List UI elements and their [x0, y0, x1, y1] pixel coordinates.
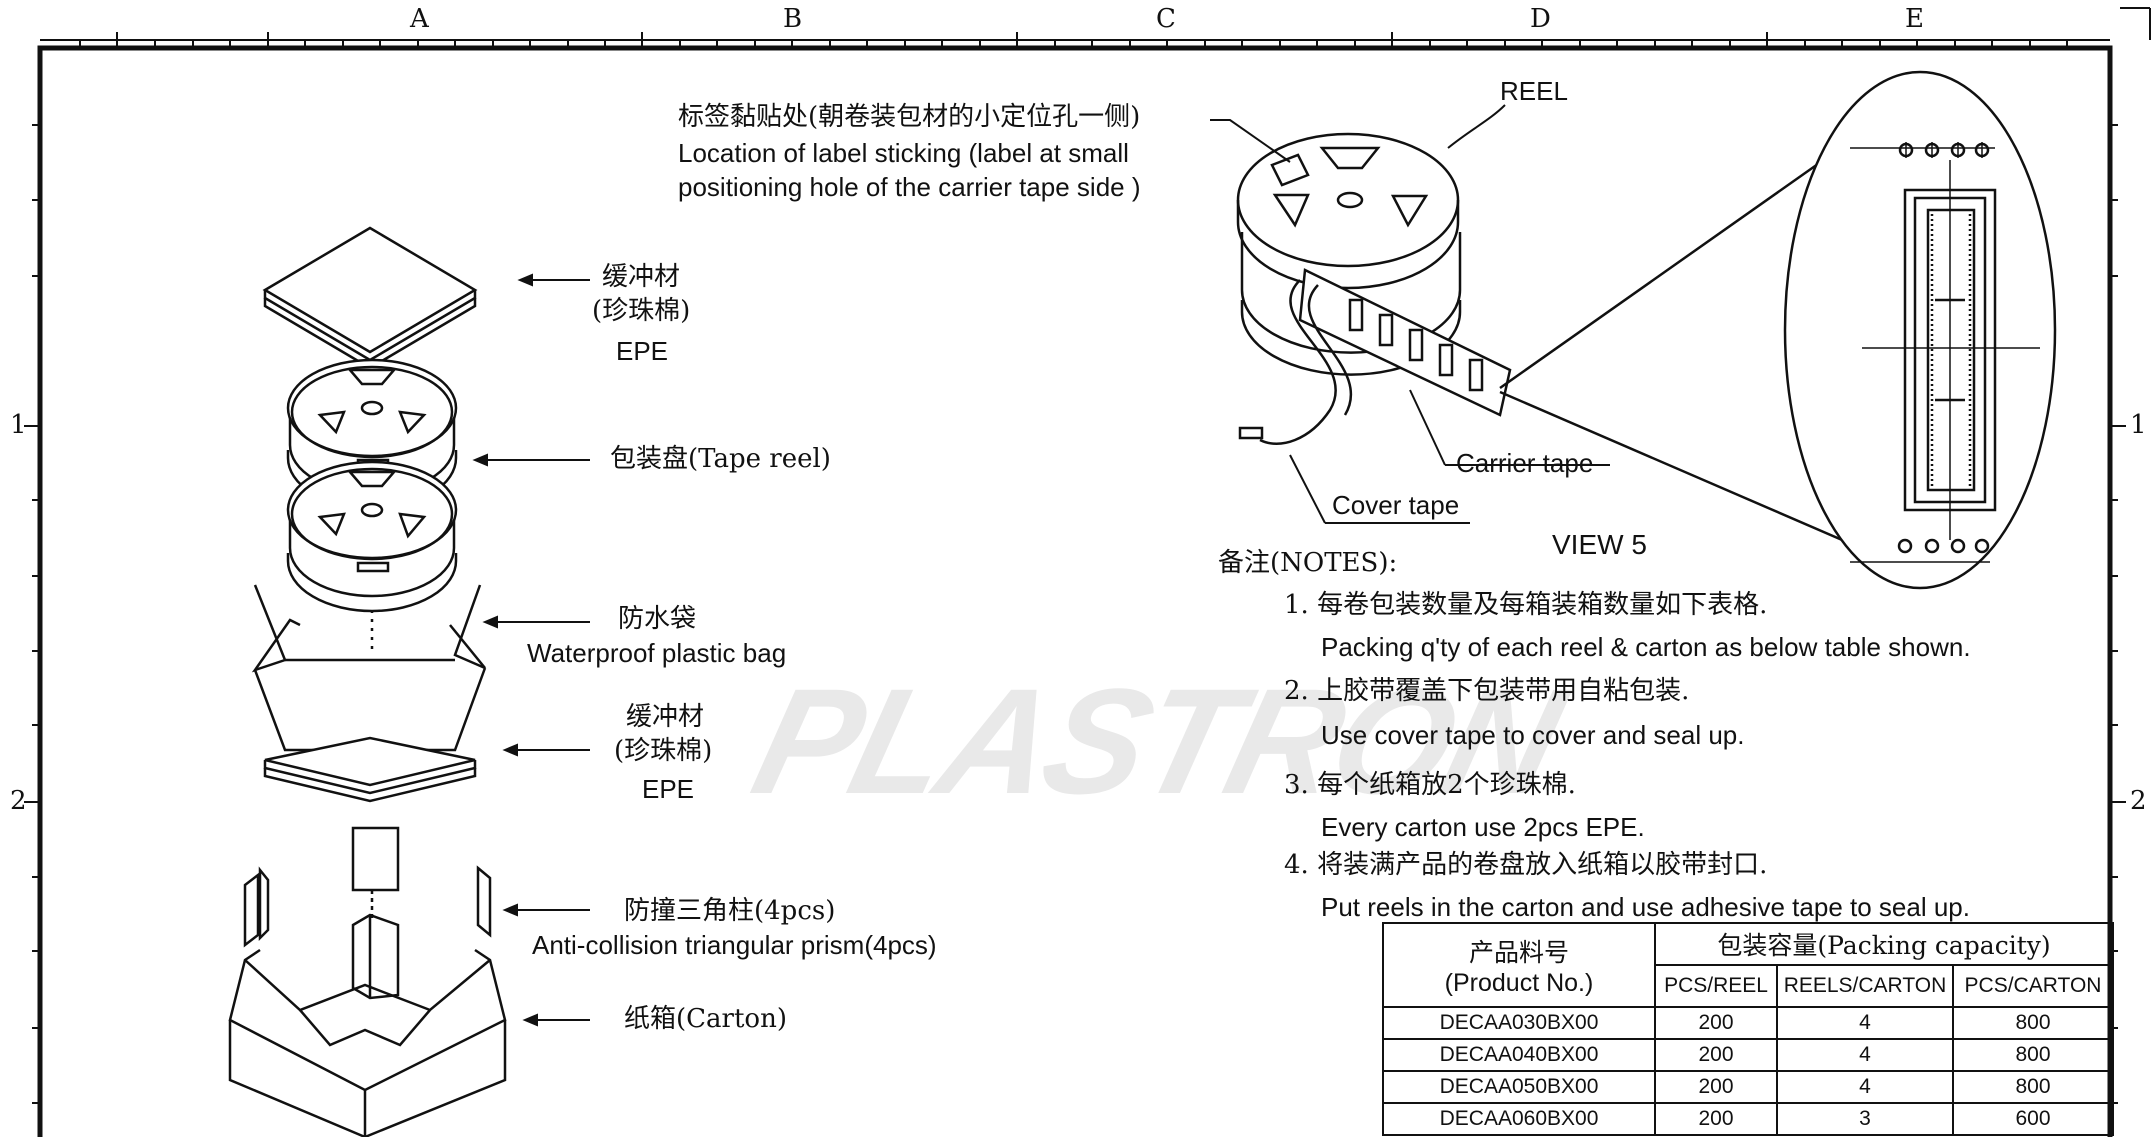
label-location-en-1: Location of label sticking (label at sma… [678, 138, 1129, 168]
note-1-cn: 1. 每卷包装数量及每箱装箱数量如下表格. [1284, 590, 1768, 620]
col-reels-carton: REELS/CARTON [1776, 964, 1954, 1008]
tape-reel-2 [286, 460, 458, 613]
prism-cn: 防撞三角柱(4pcs) [624, 896, 836, 926]
carrier-tape-label: Carrier tape [1456, 448, 1594, 478]
product-no-cell: DECAA040BX00 [1382, 1038, 1656, 1072]
row-label-1-left: 1 [10, 410, 27, 440]
row-label-2-left: 2 [10, 786, 27, 816]
epe-bottom-cn: 缓冲材 [626, 702, 705, 732]
column-label-c: C [1156, 4, 1176, 34]
top-ruler [40, 32, 2110, 48]
product-no-header: 产品料号 (Product No.) [1382, 922, 1656, 1008]
leader-arrows [472, 273, 590, 1027]
column-label-e: E [1905, 4, 1924, 34]
product-no-header-cn: 产品料号 [1468, 937, 1569, 967]
note-3-cn: 3. 每个纸箱放2个珍珠棉. [1284, 770, 1576, 800]
reels-carton-cell: 4 [1776, 1038, 1954, 1072]
product-no-cell: DECAA060BX00 [1382, 1102, 1656, 1136]
waterproof-bag-en: Waterproof plastic bag [527, 638, 787, 668]
pcs-carton-cell: 800 [1952, 1006, 2114, 1040]
label-location-en-2: positioning hole of the carrier tape sid… [678, 172, 1141, 202]
note-2-cn: 2. 上胶带覆盖下包装带用自粘包装. [1284, 676, 1690, 706]
triangular-prisms [243, 826, 492, 1000]
pcs-carton-cell: 800 [1952, 1038, 2114, 1072]
view-label: VIEW 5 [1552, 529, 1647, 560]
table-row: DECAA060BX00 200 3 600 [1382, 1102, 2114, 1136]
packing-capacity-table: 产品料号 (Product No.) 包装容量(Packing capacity… [1382, 922, 2114, 1136]
reels-carton-cell: 4 [1776, 1006, 1954, 1040]
pcs-carton-cell: 800 [1952, 1070, 2114, 1104]
label-location-cn: 标签黏贴处(朝卷装包材的小定位孔一侧) [678, 102, 1141, 132]
column-label-d: D [1530, 4, 1551, 34]
tape-reel-label: 包装盘(Tape reel) [610, 444, 831, 474]
notes-title: 备注(NOTES): [1218, 548, 1398, 578]
epe-top-en: EPE [616, 336, 669, 366]
carton-box [228, 948, 507, 1137]
epe-bottom-pad [263, 736, 477, 803]
reel-detail [1236, 76, 1941, 567]
pcs-reel-cell: 200 [1654, 1038, 1778, 1072]
column-label-a: A [410, 4, 429, 34]
reels-carton-cell: 3 [1776, 1102, 1954, 1136]
carton-label: 纸箱(Carton) [624, 1004, 787, 1034]
table-row: DECAA040BX00 200 4 800 [1382, 1038, 2114, 1072]
waterproof-bag-cn: 防水袋 [618, 604, 697, 634]
reel-leader-lines [1210, 104, 1610, 524]
product-no-cell: DECAA030BX00 [1382, 1006, 1656, 1040]
prism-en: Anti-collision triangular prism(4pcs) [532, 930, 937, 960]
pcs-reel-cell: 200 [1654, 1070, 1778, 1104]
reel-label: REEL [1500, 76, 1568, 106]
magnified-view [1783, 70, 2057, 590]
pcs-reel-cell: 200 [1654, 1102, 1778, 1136]
epe-bottom-en: EPE [642, 774, 695, 804]
product-no-cell: DECAA050BX00 [1382, 1070, 1656, 1104]
product-no-header-en: (Product No.) [1444, 968, 1594, 997]
packing-capacity-header: 包装容量(Packing capacity) [1654, 922, 2114, 966]
note-4-en: Put reels in the carton and use adhesive… [1321, 892, 1970, 922]
column-label-b: B [783, 4, 803, 34]
note-1-en: Packing q'ty of each reel & carton as be… [1321, 632, 1971, 662]
note-3-en: Every carton use 2pcs EPE. [1321, 812, 1645, 842]
row-label-2-right: 2 [2130, 786, 2147, 816]
table-row: DECAA050BX00 200 4 800 [1382, 1070, 2114, 1104]
pcs-carton-cell: 600 [1952, 1102, 2114, 1136]
pcs-reel-cell: 200 [1654, 1006, 1778, 1040]
note-4-cn: 4. 将装满产品的卷盘放入纸箱以胶带封口. [1284, 850, 1768, 880]
col-pcs-carton: PCS/CARTON [1952, 964, 2114, 1008]
epe-bottom-cn-sub: (珍珠棉) [614, 736, 713, 766]
row-label-1-right: 1 [2130, 410, 2147, 440]
epe-top-cn: 缓冲材 [602, 262, 681, 292]
col-pcs-reel: PCS/REEL [1654, 964, 1778, 1008]
side-rulers [24, 124, 2126, 1104]
epe-top-cn-sub: (珍珠棉) [592, 296, 691, 326]
note-2-en: Use cover tape to cover and seal up. [1321, 720, 1745, 750]
cover-tape-label: Cover tape [1332, 490, 1460, 520]
epe-top-pad [262, 226, 478, 370]
reels-carton-cell: 4 [1776, 1070, 1954, 1104]
drawing-frame [37, 45, 2113, 1137]
table-row: DECAA030BX00 200 4 800 [1382, 1006, 2114, 1040]
